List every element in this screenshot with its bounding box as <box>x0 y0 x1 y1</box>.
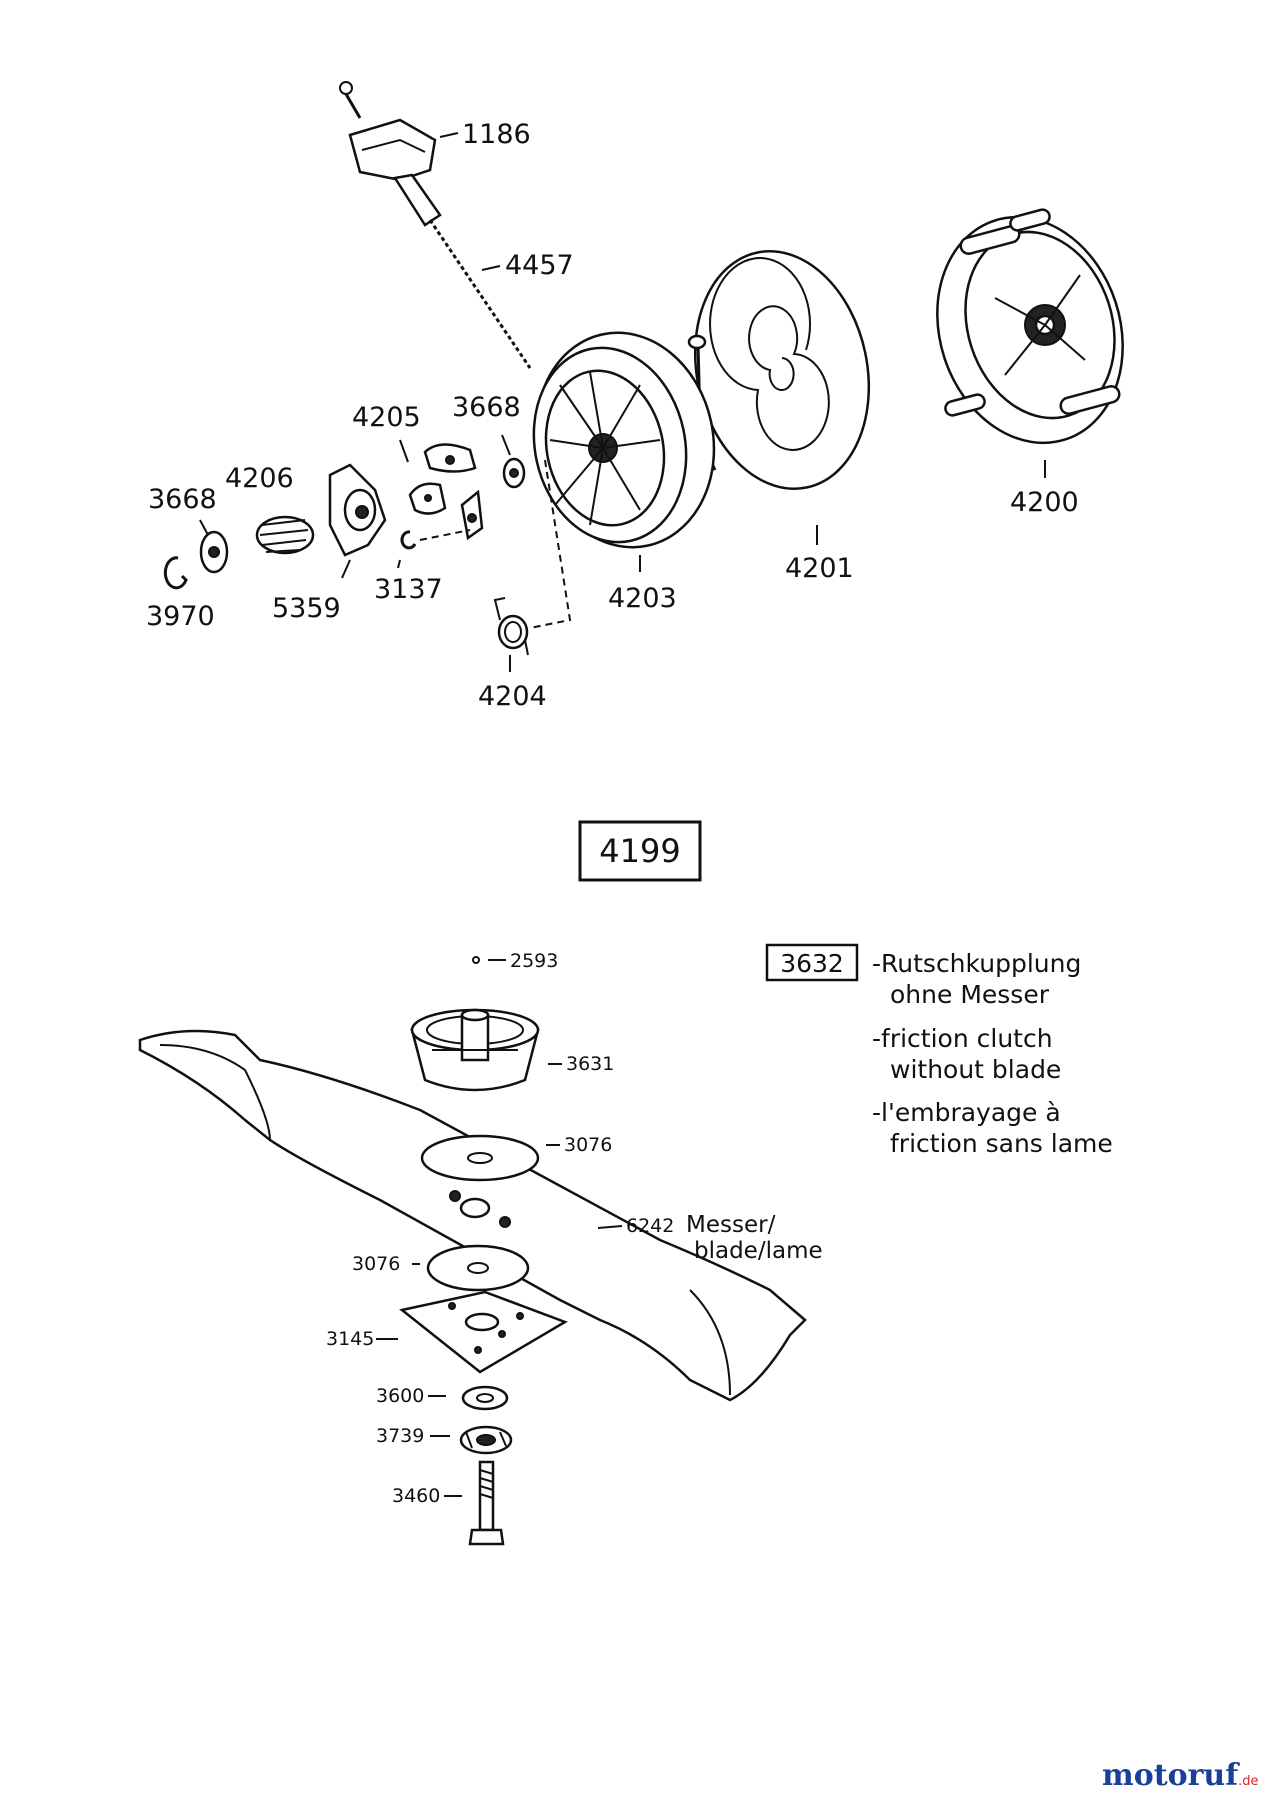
recoil-spring-drawing <box>687 250 871 490</box>
part-label-4457: 4457 <box>505 250 574 281</box>
lock-washer-3739-drawing <box>459 1425 513 1455</box>
starter-housing-drawing <box>936 208 1124 445</box>
leader-6242 <box>597 1225 623 1229</box>
group-number-box <box>578 820 702 882</box>
part-label-3076-lower: 3076 <box>352 1253 400 1275</box>
part-label-4204: 4204 <box>478 681 547 712</box>
part-label-6242-text2: blade/lame <box>694 1238 823 1264</box>
assembly-note-6: friction sans lame <box>890 1129 1113 1158</box>
washer-3600-drawing <box>461 1385 509 1411</box>
rope-pulley-drawing <box>532 331 716 549</box>
torsion-spring-drawing <box>493 597 529 656</box>
part-label-3137: 3137 <box>374 574 443 605</box>
starter-handle-drawing <box>339 81 442 227</box>
guide-dashed-line-2 <box>419 529 471 541</box>
key-2593-drawing <box>472 956 480 964</box>
part-label-3668-left: 3668 <box>148 484 217 515</box>
clutch-cup-drawing <box>410 1008 540 1092</box>
part-label-3076-upper: 3076 <box>564 1134 612 1156</box>
leader-4205 <box>399 439 409 463</box>
leader-4457 <box>481 265 501 271</box>
part-label-3600: 3600 <box>376 1385 424 1407</box>
assembly-note-1: -Rutschkupplung <box>872 949 1081 978</box>
blade-plate-drawing <box>399 1290 568 1374</box>
assembly-note-3: -friction clutch <box>872 1024 1053 1053</box>
part-label-3460: 3460 <box>392 1485 440 1507</box>
bolt-3460-drawing <box>468 1460 505 1546</box>
part-label-6242-text1: Messer/ <box>686 1212 776 1238</box>
leader-5359 <box>341 559 351 579</box>
blade-clutch-assembly: 6242 Messer/ blade/lame 3631 2593 3076 <box>138 950 823 1546</box>
watermark-logo: motoruf.de <box>1102 1758 1259 1793</box>
guide-dashed-line <box>529 459 572 629</box>
assembly-number: 3632 <box>780 949 844 978</box>
recoil-starter-assembly: 1186 4457 4200 4201 <box>146 81 1124 712</box>
part-label-4200: 4200 <box>1010 487 1079 518</box>
compression-spring-drawing <box>255 515 315 555</box>
part-label-3145: 3145 <box>326 1328 374 1350</box>
part-label-4206: 4206 <box>225 463 294 494</box>
group-number: 4199 <box>599 832 680 870</box>
part-label-4205: 4205 <box>352 402 421 433</box>
leader-3137 <box>397 559 401 569</box>
circlip-3970-drawing <box>163 556 188 590</box>
friction-disc-upper-drawing <box>420 1134 540 1182</box>
leader-3668-left <box>199 519 209 536</box>
part-label-3631: 3631 <box>566 1053 614 1075</box>
part-label-3739: 3739 <box>376 1425 424 1447</box>
washer-right-drawing <box>502 457 526 489</box>
assembly-note-2: ohne Messer <box>890 980 1050 1009</box>
part-label-3668-right: 3668 <box>452 392 521 423</box>
part-label-3970: 3970 <box>146 601 215 632</box>
leader-3668-right <box>501 434 511 456</box>
part-label-2593: 2593 <box>510 950 558 972</box>
circlip-3137-drawing <box>400 530 417 550</box>
friction-disc-lower-drawing <box>426 1244 530 1292</box>
pawls-drawing <box>408 443 484 541</box>
part-label-4201: 4201 <box>785 553 854 584</box>
part-label-4203: 4203 <box>608 583 677 614</box>
part-label-5359: 5359 <box>272 593 341 624</box>
blade-drawing <box>138 1029 807 1402</box>
assembly-number-box <box>765 943 859 982</box>
starter-rope-drawing <box>428 219 532 369</box>
part-label-6242: 6242 <box>626 1215 674 1237</box>
part-label-1186: 1186 <box>462 119 531 150</box>
leader-1186 <box>439 132 459 138</box>
ratchet-plate-drawing <box>328 463 387 557</box>
assembly-note-4: without blade <box>890 1055 1061 1084</box>
assembly-note-5: -l'embrayage à <box>872 1098 1061 1127</box>
washer-left-drawing <box>199 530 229 574</box>
